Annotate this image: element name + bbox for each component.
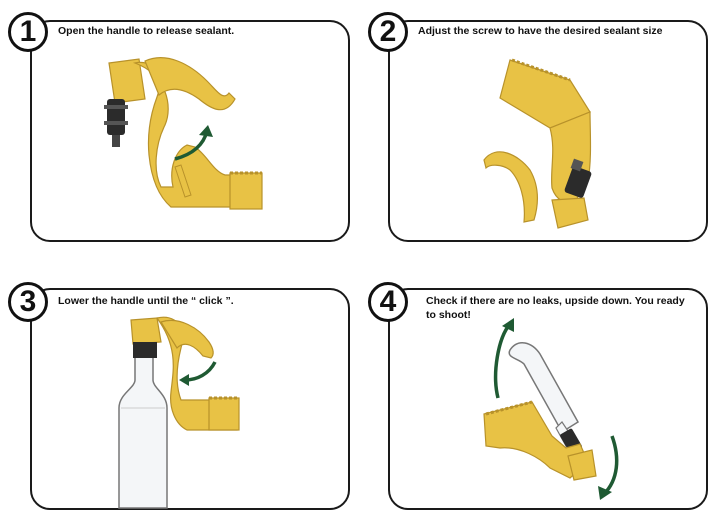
step-instruction-3: Lower the handle until the “ click ”. [58,295,234,307]
step-number-badge-4: 4 [368,282,408,322]
step-number-badge-3: 3 [8,282,48,322]
green-curved-arrow-icon [184,361,217,382]
step-instruction-2: Adjust the screw to have the desired sea… [418,25,663,37]
step-number-badge-2: 2 [368,12,408,52]
green-curved-arrow-icon [493,322,512,399]
step-panel-2 [388,20,708,242]
step-illustration-1 [104,57,263,210]
green-curved-arrow-icon [602,435,619,496]
step-illustration-2 [483,58,592,229]
step-number-badge-1: 1 [8,12,48,52]
step-illustration-4 [483,318,619,500]
step-instruction-1: Open the handle to release sealant. [58,25,235,37]
step-illustration-3 [118,316,240,509]
step-instruction-4: Check if there are no leaks, upside down… [426,295,685,321]
